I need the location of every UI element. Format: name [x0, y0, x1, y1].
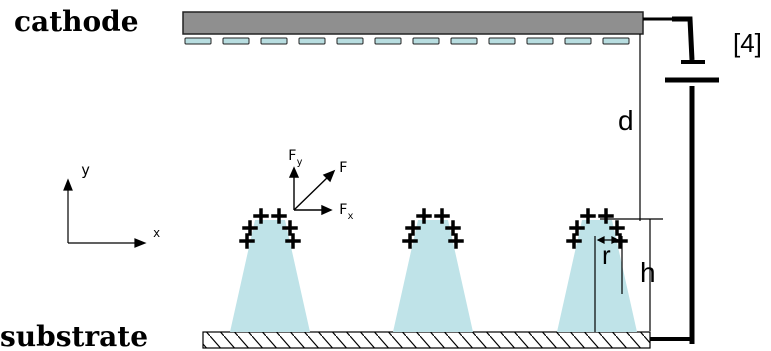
positive-charge [569, 220, 585, 236]
emitter-cone-2 [393, 220, 473, 332]
cathode-plate [182, 11, 644, 35]
axes-icon [63, 178, 147, 248]
circuit-wire [643, 16, 695, 344]
axis-x-label: x [153, 226, 160, 240]
positive-charges [239, 208, 628, 249]
cathode-dash [222, 37, 250, 45]
positive-charge [405, 220, 421, 236]
emitter-cones [230, 220, 637, 332]
force-label: F [339, 160, 347, 176]
force-vectors [288, 166, 336, 216]
cathode-emission-dashes [184, 37, 630, 45]
cathode-dash [260, 37, 288, 45]
emitter-cone-1 [230, 220, 310, 332]
radius-label: r [602, 240, 611, 270]
cathode-dash [564, 37, 592, 45]
positive-charge [445, 220, 461, 236]
cathode-dash [450, 37, 478, 45]
substrate-plate [202, 331, 651, 349]
cathode-dash [526, 37, 554, 45]
cathode-dash [336, 37, 364, 45]
positive-charge [239, 233, 255, 249]
positive-charge [566, 233, 582, 249]
height-label: h [640, 257, 656, 288]
positive-charge [580, 208, 596, 224]
cathode-dash [298, 37, 326, 45]
battery-icon [665, 60, 719, 83]
positive-charge [448, 233, 464, 249]
cathode-label: cathode [14, 5, 139, 38]
force-x-label: Fx [339, 202, 353, 222]
distance-label: d [618, 105, 634, 136]
positive-charge [402, 233, 418, 249]
radius-marker [596, 236, 623, 294]
positive-charge [253, 208, 269, 224]
positive-charge [271, 208, 287, 224]
cathode-dash [412, 37, 440, 45]
reference-label: [4] [733, 28, 762, 58]
cathode-dash [184, 37, 212, 45]
substrate-label: substrate [0, 320, 148, 351]
positive-charge [282, 220, 298, 236]
cathode-dash [374, 37, 402, 45]
height-marker [594, 218, 663, 332]
cathode-dash [488, 37, 516, 45]
cathode-dash [602, 37, 630, 45]
positive-charge [416, 208, 432, 224]
force-y-label: Fy [288, 148, 302, 168]
positive-charge [598, 208, 614, 224]
positive-charge [242, 220, 258, 236]
positive-charge [609, 220, 625, 236]
axis-y-label: y [81, 161, 90, 179]
positive-charge [434, 208, 450, 224]
positive-charge [285, 233, 301, 249]
emitter-cone-3 [557, 220, 637, 332]
